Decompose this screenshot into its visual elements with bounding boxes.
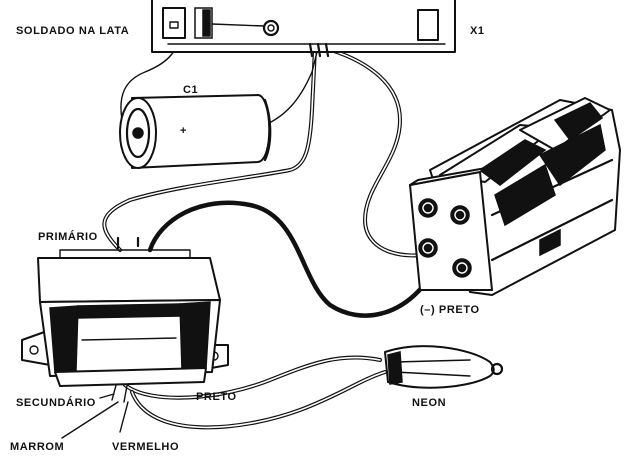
wires [61,29,443,439]
capacitor-c1 [119,94,272,169]
secondary-wire-vermelho [130,370,387,430]
battery-positive-wire [322,46,442,258]
neon-lamp [384,345,504,389]
x1-component [151,0,456,58]
label-x1: X1 [470,25,485,37]
label-soldado-na-lata: SOLDADO NA LATA [16,25,129,37]
primary-wire-left [102,46,317,252]
secondary-wire-preto [123,355,382,400]
secundario-pointer [99,393,115,399]
label-c1: C1 [183,84,198,96]
battery-holder [409,97,621,296]
text-labels: SOLDADO NA LATA X1 C1 + PRIMÁRIO (–) PRE… [10,25,485,453]
label-vermelho: VERMELHO [112,441,179,453]
transformer [21,236,229,387]
label-neon: NEON [412,397,446,409]
label-primario: PRIMÁRIO [38,230,98,243]
vermelho-pointer [119,401,129,433]
battery-negative-wire [147,200,443,318]
label-preto-negativo: (–) PRETO [420,304,480,316]
label-secundario: SECUNDÁRIO [16,396,96,409]
label-marrom: MARROM [10,441,64,453]
label-capacitor-plus: + [180,125,187,137]
marrom-pointer [61,401,119,439]
label-preto: PRETO [196,391,237,403]
